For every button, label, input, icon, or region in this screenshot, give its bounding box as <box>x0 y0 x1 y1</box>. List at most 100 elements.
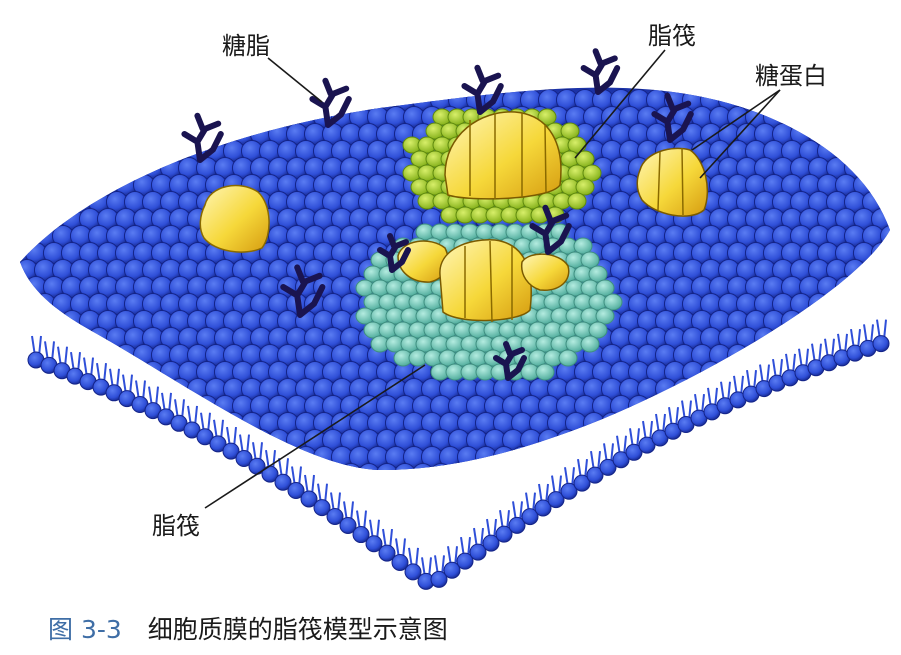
lipid-headgroup <box>20 123 38 145</box>
lipid-headgroup <box>501 463 524 471</box>
lipid-headgroup <box>771 463 794 471</box>
lipid-headgroup <box>654 446 677 468</box>
lipid-headgroup <box>534 499 552 517</box>
lipid-headgroup <box>681 463 704 471</box>
lipid-headgroup <box>861 293 884 315</box>
lipid-headgroup <box>78 344 101 366</box>
lipid-headgroup <box>20 89 38 111</box>
raft-headgroup <box>535 363 555 381</box>
lipid-headgroup <box>213 463 236 471</box>
lipid-headgroup <box>888 208 890 230</box>
lipid-headgroup <box>654 378 677 400</box>
lipid-headgroup <box>51 327 74 349</box>
lipid-headgroup <box>888 412 890 434</box>
lipid-headgroup <box>96 412 119 434</box>
lipid-headgroup <box>33 157 56 179</box>
lipid-headgroup <box>753 429 776 451</box>
lipid-headgroup <box>33 123 56 145</box>
lipid-headgroup <box>672 446 695 468</box>
lipid-headgroup <box>717 463 740 471</box>
lipid-headgroup <box>123 361 146 383</box>
lipid-headgroup <box>789 463 812 471</box>
sugar-chain <box>580 48 621 95</box>
label-glycolipid: 糖脂 <box>222 32 270 60</box>
lipid-headgroup <box>105 123 128 145</box>
lipid-headgroup <box>834 276 857 298</box>
lipid-headgroup <box>483 463 506 471</box>
lipid-headgroup <box>20 463 38 471</box>
lipid-headgroup <box>20 293 38 315</box>
lipid-headgroup <box>24 106 47 128</box>
sugar-chain <box>280 264 326 318</box>
lipid-headgroup <box>114 140 137 162</box>
lipid-headgroup <box>591 429 614 451</box>
lipid-headgroup <box>339 463 362 471</box>
lipid-headgroup <box>861 361 884 383</box>
lipid-headgroup <box>807 429 830 451</box>
lipid-headgroup <box>852 378 875 400</box>
lipid-headgroup <box>51 123 74 145</box>
lipid-headgroup <box>114 106 137 128</box>
lipid-headgroup <box>447 463 470 471</box>
lipid-headgroup <box>123 157 146 179</box>
lipid-headgroup <box>20 446 29 468</box>
lipid-headgroup <box>20 310 29 332</box>
lipid-headgroup <box>24 412 47 434</box>
lipid-headgroup <box>780 106 803 128</box>
lipid-headgroup <box>60 174 83 196</box>
lipid-headgroup <box>87 395 110 417</box>
lipid-headgroup <box>51 429 74 451</box>
lipid-headgroup <box>20 191 38 213</box>
lipid-headgroup <box>123 89 146 111</box>
lipid-headgroup <box>456 552 474 570</box>
lipid-headgroup <box>872 335 890 353</box>
sugar-chains <box>181 48 694 381</box>
sugar-chain <box>461 64 504 115</box>
lipid-headgroup <box>771 395 794 417</box>
lipid-headgroup <box>69 123 92 145</box>
lipid-headgroup <box>150 446 173 468</box>
lipid-headgroup <box>235 450 253 468</box>
lipid-headgroup <box>861 395 884 417</box>
lipid-headgroup <box>42 412 65 434</box>
lipid-headgroup <box>843 259 866 281</box>
lipid-headgroup <box>105 463 128 471</box>
lipid-headgroup <box>843 361 866 383</box>
lipid-headgroup <box>708 378 731 400</box>
lipid-headgroup <box>42 140 65 162</box>
lipid-headgroup <box>726 412 749 434</box>
lipid-headgroup <box>861 429 884 451</box>
figure-title: 细胞质膜的脂筏模型示意图 <box>147 615 448 644</box>
lipid-headgroup <box>33 89 56 111</box>
lipid-headgroup <box>555 429 578 451</box>
lipid-headgroup <box>735 463 758 471</box>
lipid-headgroup <box>78 106 101 128</box>
lipid-headgroup <box>430 570 448 588</box>
lipid-headgroup <box>879 361 890 383</box>
lipid-headgroup <box>196 428 214 446</box>
lipid-headgroup <box>51 395 74 417</box>
leader-glycoprotein-1 <box>691 89 781 151</box>
lipid-headgroup <box>861 123 884 145</box>
raft-headgroup <box>558 349 578 367</box>
lipid-headgroup <box>638 436 656 454</box>
lipid-headgroup <box>825 89 848 111</box>
lipid-headgroup <box>870 174 890 196</box>
lipid-headgroup <box>78 446 101 468</box>
lipid-headgroup <box>780 412 803 434</box>
lipid-headgroup <box>33 463 56 471</box>
lipid-headgroup <box>834 412 857 434</box>
figure-number: 图 3-3 <box>48 615 122 644</box>
lipid-headgroup <box>33 191 56 213</box>
lipid-headgroup <box>789 429 812 451</box>
lipid-headgroup <box>177 89 200 111</box>
lipid-headgroup <box>560 482 578 500</box>
lipid-headgroup <box>735 429 758 451</box>
lipid-headgroup <box>492 446 515 468</box>
lipid-headgroup <box>303 463 326 471</box>
lipid-headgroup <box>209 435 227 453</box>
leader-glycoprotein-2 <box>699 89 781 179</box>
lipid-headgroup <box>888 276 890 298</box>
lipid-headgroup <box>114 412 137 434</box>
lipid-headgroup <box>816 412 839 434</box>
